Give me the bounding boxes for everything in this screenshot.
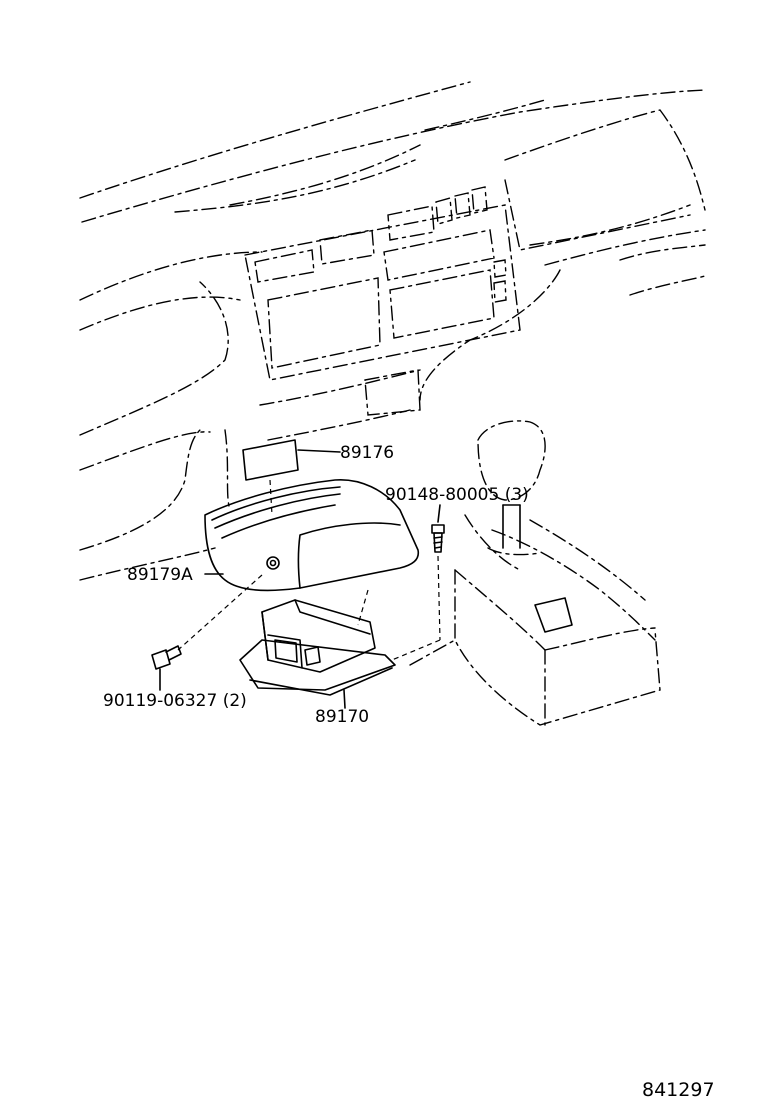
part-labels: 89176 90148-80005 (3) 89179A 90119-06327… [103, 443, 715, 1101]
screw-90148 [391, 504, 445, 661]
label-89176: 89176 [340, 443, 394, 463]
label-90119-06327: 90119-06327 (2) [103, 691, 247, 711]
shift-lever-console [409, 420, 661, 726]
cover-89179a [204, 479, 420, 592]
airbag-sensor-89170 [239, 589, 396, 709]
bolt-90119 [151, 574, 263, 691]
label-plate-89176 [242, 439, 341, 516]
diagram-reference-number: 841297 [642, 1079, 715, 1101]
label-89170: 89170 [315, 707, 369, 727]
label-90148-80005: 90148-80005 (3) [385, 485, 529, 505]
label-89179a: 89179A [127, 565, 193, 585]
center-console-panel [244, 186, 521, 416]
dashboard-outline [79, 81, 706, 581]
